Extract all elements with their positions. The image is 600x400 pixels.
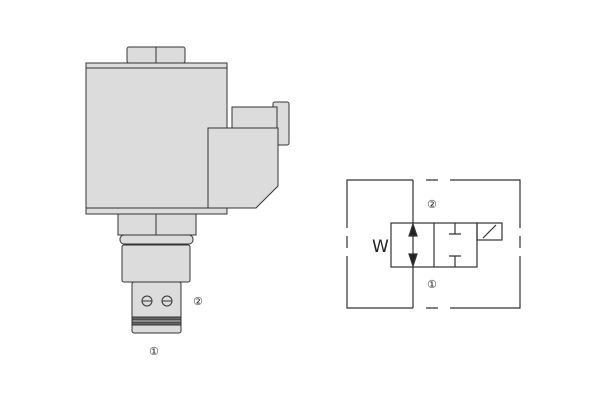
connector-plug xyxy=(207,127,279,209)
arrow-up-icon xyxy=(408,222,418,237)
symbol-port-2-label: ② xyxy=(427,198,437,211)
drawing-port-2-label: ② xyxy=(193,295,203,308)
threaded-body xyxy=(121,244,191,283)
drawing-port-1-label: ① xyxy=(149,345,159,358)
hydraulic-symbol xyxy=(346,179,521,309)
seal-groove xyxy=(131,316,182,321)
seal-ring xyxy=(119,234,194,245)
solenoid-symbol xyxy=(476,222,503,241)
solenoid-valve-drawing xyxy=(85,46,290,334)
coil-body xyxy=(85,62,228,215)
blocked-port-top xyxy=(449,223,461,235)
blocked-port-bottom xyxy=(449,255,461,267)
seal-groove xyxy=(131,321,182,326)
arrow-down-icon xyxy=(408,253,418,268)
symbol-frame-dashed xyxy=(346,179,521,309)
symbol-port-1-label: ① xyxy=(427,278,437,291)
spring-label: W xyxy=(372,237,389,257)
connector-top xyxy=(231,106,278,130)
lower-nut xyxy=(117,213,197,236)
